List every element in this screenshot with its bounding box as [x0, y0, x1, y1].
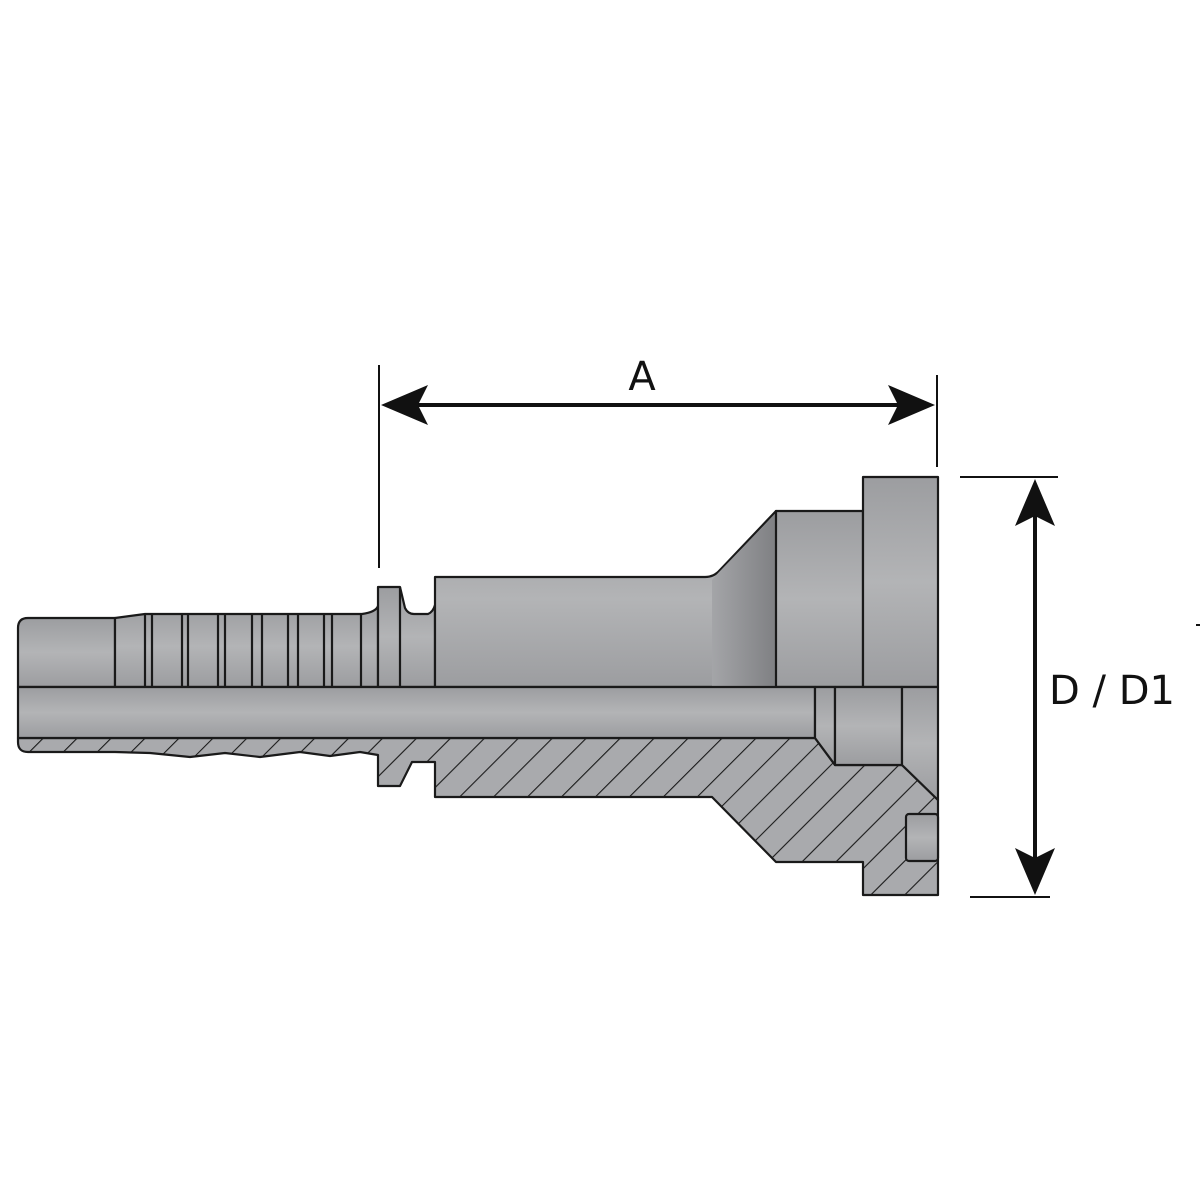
dimension-d: D / D1: [960, 476, 1200, 898]
dimension-d-label: D / D1: [1049, 668, 1175, 714]
dimension-a: A: [378, 354, 938, 568]
arrow-up-icon: [1015, 479, 1055, 526]
fitting-exterior-view: [16, 475, 940, 689]
arrow-left-icon: [381, 385, 428, 425]
fitting-section-view: [16, 685, 940, 897]
barb-lines: [143, 614, 363, 687]
arrow-down-icon: [1015, 848, 1055, 895]
dimension-a-label: A: [628, 354, 656, 400]
arrow-right-icon: [888, 385, 935, 425]
